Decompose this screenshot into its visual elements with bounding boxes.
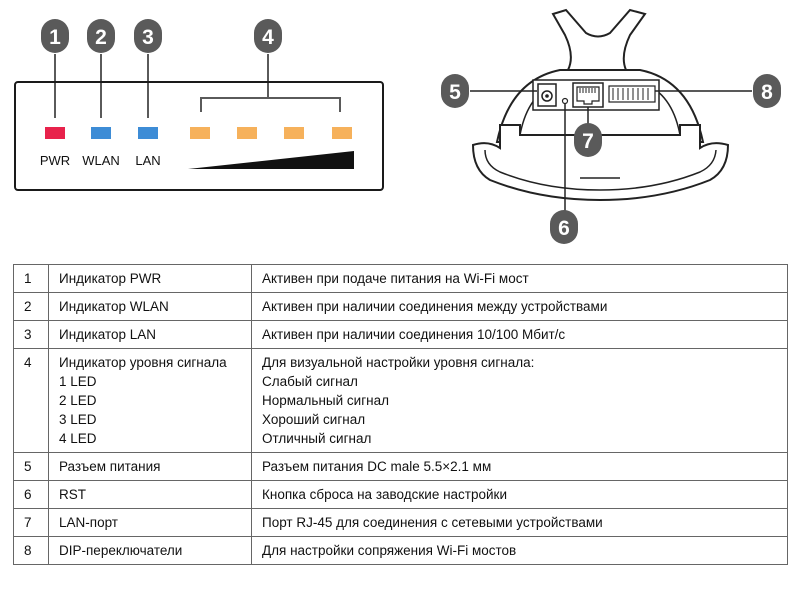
- row-name: Индикатор LAN: [48, 320, 252, 349]
- led-pwr-label: PWR: [39, 153, 71, 168]
- signal-strength-wedge: [188, 151, 354, 169]
- spec-table-body: 1 Индикатор PWR Активен при подаче питания…: [13, 264, 788, 565]
- led-wlan-label: WLAN: [82, 153, 120, 168]
- callout-5: 5: [440, 73, 470, 109]
- callout-4: 4: [253, 18, 283, 54]
- callout-2-label: 2: [95, 26, 107, 49]
- row-name-line: DIP-переключатели: [59, 543, 183, 558]
- row-number: 2: [13, 292, 49, 321]
- row-description-line: Отличный сигнал: [262, 431, 372, 446]
- row-description: Активен при подаче питания на Wi-Fi мост: [251, 264, 788, 293]
- row-description-line: Хороший сигнал: [262, 412, 366, 427]
- callout-2: 2: [86, 18, 116, 54]
- callout-7-label: 7: [582, 130, 594, 153]
- led-signal-2: [237, 127, 257, 139]
- row-number: 6: [13, 480, 49, 509]
- callout-1: 1: [40, 18, 70, 54]
- row-name: Разъем питания: [48, 452, 252, 481]
- row-name-line: 4 LED: [59, 431, 97, 446]
- callout-leaders: [54, 54, 341, 118]
- row-name: Индикатор уровня сигнала 1 LED 2 LED 3 LED 4…: [48, 348, 252, 453]
- callout-1-label: 1: [49, 26, 61, 49]
- row-description-line: Слабый сигнал: [262, 374, 358, 389]
- row-name-line: RST: [59, 487, 86, 502]
- row-description-line: Разъем питания DC male 5.5×2.1 мм: [262, 459, 492, 474]
- led-lan: [138, 127, 158, 139]
- row-name: Индикатор PWR: [48, 264, 252, 293]
- row-description-line: Для настройки сопряжения Wi-Fi мостов: [262, 543, 517, 558]
- row-name: RST: [48, 480, 252, 509]
- row-description-line: Активен при подаче питания на Wi-Fi мост: [262, 271, 529, 286]
- row-description-line: Активен при наличии соединения 10/100 Мб…: [262, 327, 566, 342]
- row-name: Индикатор WLAN: [48, 292, 252, 321]
- row-number: 4: [13, 348, 49, 453]
- table-row: 4 Индикатор уровня сигнала 1 LED 2 LED 3 LED…: [13, 348, 788, 453]
- row-number: 7: [13, 508, 49, 537]
- led-lan-label: LAN: [135, 153, 161, 168]
- callout-6: 6: [549, 209, 579, 245]
- led-signal-3: [284, 127, 304, 139]
- table-row: 6 RST Кнопка сброса на заводские настройки: [13, 480, 788, 509]
- table-row: 8 DIP-переключатели Для настройки сопряжен…: [13, 536, 788, 565]
- row-number: 1: [13, 264, 49, 293]
- row-description: Активен при наличии соединения 10/100 Мб…: [251, 320, 788, 349]
- row-name-line: LAN-порт: [59, 515, 118, 530]
- row-description: Для настройки сопряжения Wi-Fi мостов: [251, 536, 788, 565]
- row-name-line: 1 LED: [59, 374, 97, 389]
- row-description: Активен при наличии соединения между уст…: [251, 292, 788, 321]
- callout-7: 7: [573, 122, 603, 158]
- spec-table: 1 Индикатор PWR Активен при подаче питания…: [13, 264, 788, 565]
- table-row: 3 Индикатор LAN Активен при наличии соедин…: [13, 320, 788, 349]
- table-row: 2 Индикатор WLAN Активен при наличии соеди…: [13, 292, 788, 321]
- table-row: 5 Разъем питания Разъем питания DC male 5.…: [13, 452, 788, 481]
- led-pwr: [45, 127, 65, 139]
- table-row: 7 LAN-порт Порт RJ-45 для соединения с сет…: [13, 508, 788, 537]
- row-description-line: Кнопка сброса на заводские настройки: [262, 487, 507, 502]
- row-name-line: Индикатор уровня сигнала: [59, 355, 227, 370]
- row-name-line: Индикатор PWR: [59, 271, 162, 286]
- led-wlan: [91, 127, 111, 139]
- table-row: 1 Индикатор PWR Активен при подаче питания…: [13, 264, 788, 293]
- row-name-line: 3 LED: [59, 412, 97, 427]
- row-description-line: Для визуальной настройки уровня сигнала:: [262, 355, 535, 370]
- led-signal-4: [332, 127, 352, 139]
- row-name-line: Индикатор WLAN: [59, 299, 169, 314]
- row-description: Для визуальной настройки уровня сигнала:…: [251, 348, 788, 453]
- device-drawing: [470, 8, 752, 215]
- callout-3: 3: [133, 18, 163, 54]
- led-panel: PWR WLAN LAN: [14, 81, 384, 191]
- row-name-line: Разъем питания: [59, 459, 161, 474]
- row-description: Разъем питания DC male 5.5×2.1 мм: [251, 452, 788, 481]
- callout-6-label: 6: [558, 217, 570, 240]
- row-description: Кнопка сброса на заводские настройки: [251, 480, 788, 509]
- led-signal-1: [190, 127, 210, 139]
- row-description-line: Активен при наличии соединения между уст…: [262, 299, 608, 314]
- row-number: 5: [13, 452, 49, 481]
- row-name: LAN-порт: [48, 508, 252, 537]
- product-figure: 1 2 3 4 PWR WLAN LAN: [0, 0, 800, 250]
- callout-5-label: 5: [449, 81, 461, 104]
- row-name: DIP-переключатели: [48, 536, 252, 565]
- row-number: 3: [13, 320, 49, 349]
- callout-8-label: 8: [761, 81, 773, 104]
- row-number: 8: [13, 536, 49, 565]
- row-description: Порт RJ-45 для соединения с сетевыми уст…: [251, 508, 788, 537]
- row-name-line: Индикатор LAN: [59, 327, 157, 342]
- callout-4-label: 4: [262, 26, 274, 49]
- callout-8: 8: [752, 73, 782, 109]
- callout-3-label: 3: [142, 26, 154, 49]
- row-description-line: Порт RJ-45 для соединения с сетевыми уст…: [262, 515, 603, 530]
- row-description-line: Нормальный сигнал: [262, 393, 389, 408]
- row-name-line: 2 LED: [59, 393, 97, 408]
